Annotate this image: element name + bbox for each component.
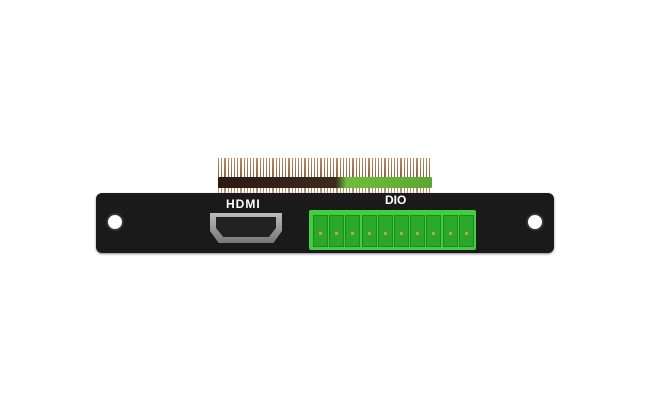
header-pin: [371, 158, 373, 194]
pin-header-body: [218, 177, 432, 188]
header-pin: [278, 158, 281, 194]
header-pin: [362, 158, 364, 194]
header-pin: [410, 158, 412, 194]
header-pin: [413, 158, 415, 194]
header-pin: [384, 158, 386, 194]
terminal-slot: [377, 215, 393, 247]
header-pin: [419, 158, 421, 194]
header-pin: [349, 158, 351, 194]
header-pin: [342, 158, 345, 194]
header-pin: [326, 158, 329, 194]
header-pin: [333, 158, 335, 194]
header-pin: [358, 158, 361, 194]
header-pin: [330, 158, 332, 194]
header-pin: [230, 158, 233, 194]
header-pin: [355, 158, 357, 194]
header-pin: [390, 158, 393, 194]
header-pin: [320, 158, 322, 194]
header-pin: [307, 158, 309, 194]
header-pin: [381, 158, 383, 194]
header-pin: [387, 158, 389, 194]
header-pin: [227, 158, 229, 194]
header-pin: [246, 158, 249, 194]
header-pin: [352, 158, 354, 194]
header-pin: [339, 158, 341, 194]
terminal-slot: [329, 215, 345, 247]
header-pin: [250, 158, 252, 194]
terminal-slot: [410, 215, 426, 247]
header-pin: [298, 158, 300, 194]
header-pin: [275, 158, 277, 194]
header-pin: [262, 158, 265, 194]
terminal-slot: [313, 215, 328, 247]
header-pin: [368, 158, 370, 194]
hdmi-label: HDMI: [226, 197, 261, 211]
header-pin: [378, 158, 380, 194]
header-pin: [234, 158, 236, 194]
header-pin: [218, 158, 220, 194]
header-pin: [269, 158, 271, 194]
terminal-slot: [361, 215, 377, 247]
terminal-slot: [394, 215, 409, 247]
pin-header: [218, 158, 432, 194]
mounting-hole-left: [106, 213, 124, 231]
header-pin: [294, 158, 297, 194]
header-pin: [304, 158, 306, 194]
dio-label: DIO: [385, 193, 407, 207]
header-pin: [256, 158, 258, 194]
header-pin: [374, 158, 377, 194]
header-pin: [403, 158, 405, 194]
mounting-hole-right: [526, 213, 544, 231]
header-pin: [282, 158, 284, 194]
header-pin: [426, 158, 428, 194]
header-pin: [397, 158, 399, 194]
header-pin: [259, 158, 261, 194]
header-pin: [272, 158, 274, 194]
terminal-slot: [345, 215, 361, 247]
header-pin: [237, 158, 239, 194]
header-pin: [406, 158, 409, 194]
header-pin: [336, 158, 338, 194]
header-pin: [288, 158, 290, 194]
header-pin: [394, 158, 396, 194]
hdmi-port-opening: [216, 217, 276, 237]
header-pin: [400, 158, 402, 194]
header-pin: [266, 158, 268, 194]
dio-terminal-block: [309, 210, 476, 250]
header-pin: [301, 158, 303, 194]
header-pin: [253, 158, 255, 194]
header-pin: [429, 158, 431, 194]
terminal-slot: [426, 215, 442, 247]
header-pin: [314, 158, 316, 194]
header-pin: [291, 158, 293, 194]
terminal-slot: [442, 215, 458, 247]
header-pin: [346, 158, 348, 194]
header-pin: [317, 158, 319, 194]
header-pin: [365, 158, 367, 194]
header-pin: [310, 158, 313, 194]
header-pin: [221, 158, 223, 194]
header-pin: [285, 158, 287, 194]
header-pin: [243, 158, 245, 194]
terminal-slot: [458, 215, 474, 247]
header-pin: [224, 158, 226, 194]
header-pin: [416, 158, 418, 194]
header-pin: [240, 158, 242, 194]
header-pin: [422, 158, 425, 194]
header-pin: [323, 158, 325, 194]
